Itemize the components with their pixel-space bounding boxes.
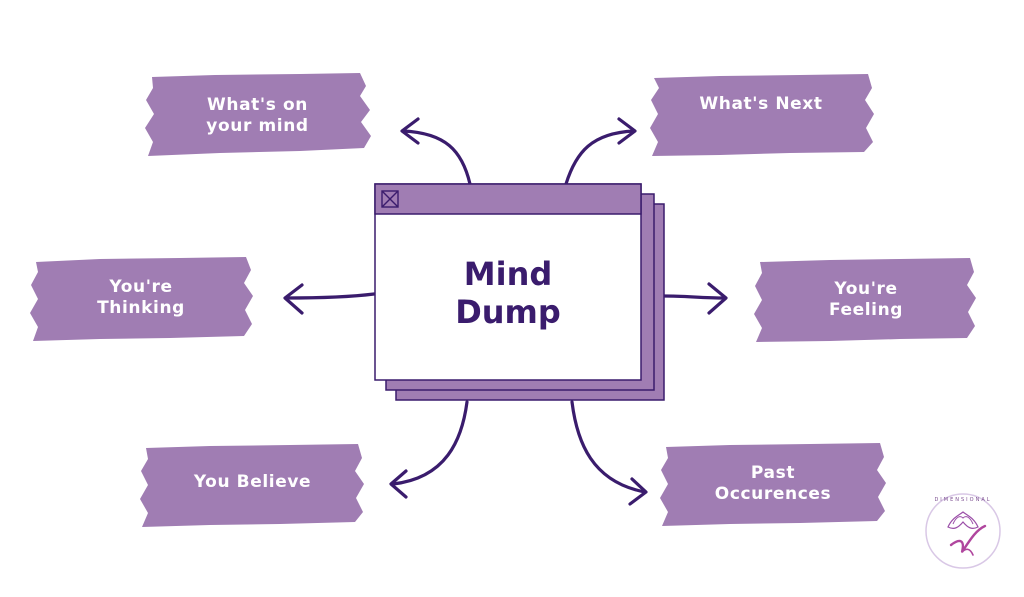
- arrow-to-past-occurences: [570, 400, 648, 506]
- arrow-to-youre-feeling: [662, 282, 728, 315]
- lotus-logo-icon: [925, 493, 1001, 569]
- brush-stroke-you-believe: [140, 444, 364, 527]
- logo-wordmark: DIMENSIONAL: [934, 497, 992, 503]
- arrow-to-whats-on-your-mind: [400, 117, 472, 186]
- brush-stroke-whats-next: [650, 74, 874, 156]
- arrow-to-whats-next: [564, 117, 637, 186]
- arrow-to-you-believe: [389, 400, 469, 499]
- arrow-to-youre-thinking: [283, 283, 376, 315]
- window-close-icon: [381, 190, 399, 208]
- brush-stroke-youre-thinking: [30, 257, 253, 341]
- brush-stroke-youre-feeling: [754, 258, 976, 342]
- mind-dump-title: Mind Dump: [455, 255, 561, 331]
- mind-dump-window-stack: [374, 183, 665, 401]
- brush-stroke-whats-on-your-mind: [145, 73, 371, 156]
- brush-stroke-past-occurences: [660, 443, 886, 526]
